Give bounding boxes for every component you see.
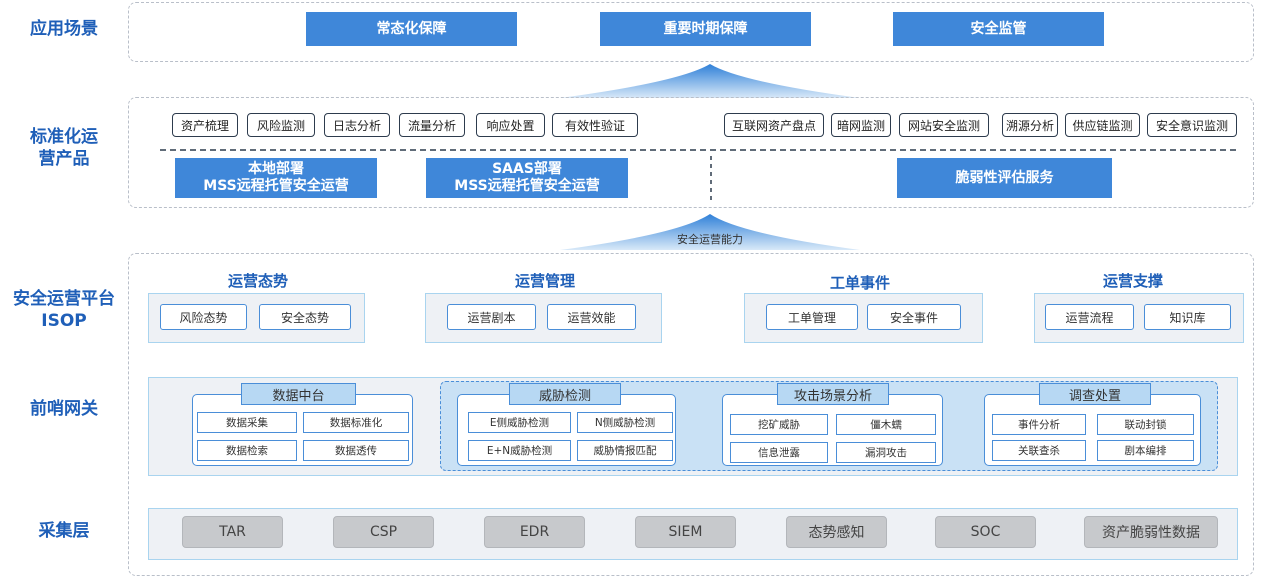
arrow-upper xyxy=(560,64,860,98)
knowledge-base-button[interactable]: 知识库 xyxy=(1144,304,1231,330)
arrow-capability xyxy=(560,214,860,250)
attack-analysis-item-0[interactable]: 挖矿威胁 xyxy=(730,414,828,435)
playbook-button[interactable]: 运营剧本 xyxy=(447,304,536,330)
investigate-item-0[interactable]: 事件分析 xyxy=(992,414,1086,435)
data-center-item-3[interactable]: 数据透传 xyxy=(303,440,409,461)
product-tag-left-5[interactable]: 有效性验证 xyxy=(552,113,638,137)
platform-title-support: 运营支撑 xyxy=(1102,272,1163,290)
investigate-title: 调查处置 xyxy=(1039,383,1151,405)
attack-analysis-item-3[interactable]: 漏洞攻击 xyxy=(836,442,936,463)
saas-deploy-line1: SAAS部署 xyxy=(492,161,562,177)
ticket-management-button[interactable]: 工单管理 xyxy=(766,304,858,330)
security-event-button[interactable]: 安全事件 xyxy=(867,304,961,330)
data-center-item-2[interactable]: 数据检索 xyxy=(197,440,297,461)
investigate-item-2[interactable]: 关联查杀 xyxy=(992,440,1086,461)
product-tag-right-2[interactable]: 网站安全监测 xyxy=(899,113,989,137)
attack-analysis-item-2[interactable]: 信息泄露 xyxy=(730,442,828,463)
security-situation-button[interactable]: 安全态势 xyxy=(259,304,351,330)
product-tag-left-4[interactable]: 响应处置 xyxy=(476,113,545,137)
collect-source-0[interactable]: TAR xyxy=(182,516,283,548)
platform-title-ticket: 工单事件 xyxy=(829,274,890,292)
investigate-item-3[interactable]: 剧本编排 xyxy=(1097,440,1194,461)
threat-detection-item-1[interactable]: N侧威胁检测 xyxy=(577,412,673,433)
data-center-item-1[interactable]: 数据标准化 xyxy=(303,412,409,433)
row-label-products-text: 标准化运营产品 xyxy=(30,127,98,169)
product-tag-left-0[interactable]: 资产梳理 xyxy=(172,113,238,137)
attack-analysis-item-1[interactable]: 僵木蠕 xyxy=(836,414,936,435)
local-deploy-box[interactable]: 本地部署 MSS远程托管安全运营 xyxy=(175,158,377,198)
threat-detection-title: 威胁检测 xyxy=(509,383,621,405)
product-tag-right-3[interactable]: 溯源分析 xyxy=(1002,113,1058,137)
row-label-scenario: 应用场景 xyxy=(30,19,98,39)
saas-deploy-box[interactable]: SAAS部署 MSS远程托管安全运营 xyxy=(426,158,628,198)
collect-source-6[interactable]: 资产脆弱性数据 xyxy=(1084,516,1218,548)
product-tag-left-2[interactable]: 日志分析 xyxy=(324,113,390,137)
scenario-panel xyxy=(128,2,1254,62)
local-deploy-line1: 本地部署 xyxy=(248,161,304,177)
platform-title-situation: 运营态势 xyxy=(227,272,288,290)
process-button[interactable]: 运营流程 xyxy=(1045,304,1134,330)
platform-panel xyxy=(128,253,1254,576)
row-label-gateway: 前哨网关 xyxy=(30,399,98,419)
product-tag-right-5[interactable]: 安全意识监测 xyxy=(1147,113,1237,137)
product-tag-left-1[interactable]: 风险监测 xyxy=(247,113,315,137)
scenario-critical-period[interactable]: 重要时期保障 xyxy=(600,12,811,46)
collect-source-1[interactable]: CSP xyxy=(333,516,434,548)
row-label-products: 标准化运营产品 xyxy=(0,126,128,170)
capability-label: 安全运营能力 xyxy=(677,233,743,246)
collect-source-3[interactable]: SIEM xyxy=(635,516,736,548)
row-label-platform: 安全运营平台ISOP xyxy=(0,288,128,332)
row-label-platform-text: 安全运营平台ISOP xyxy=(13,289,115,331)
product-tag-right-0[interactable]: 互联网资产盘点 xyxy=(724,113,824,137)
collect-source-2[interactable]: EDR xyxy=(484,516,585,548)
threat-detection-item-0[interactable]: E侧威胁检测 xyxy=(468,412,571,433)
product-tag-right-4[interactable]: 供应链监测 xyxy=(1065,113,1140,137)
threat-detection-item-2[interactable]: E+N威胁检测 xyxy=(468,440,571,461)
investigate-item-1[interactable]: 联动封锁 xyxy=(1097,414,1194,435)
vuln-assessment-box[interactable]: 脆弱性评估服务 xyxy=(897,158,1112,198)
collect-source-4[interactable]: 态势感知 xyxy=(786,516,887,548)
row-label-collect: 采集层 xyxy=(38,521,90,541)
products-divider xyxy=(160,149,1240,151)
data-center-title: 数据中台 xyxy=(241,383,356,405)
threat-detection-item-3[interactable]: 威胁情报匹配 xyxy=(577,440,673,461)
products-vertical-divider xyxy=(710,156,712,200)
efficiency-button[interactable]: 运营效能 xyxy=(547,304,636,330)
local-deploy-line2: MSS远程托管安全运营 xyxy=(203,178,349,194)
attack-analysis-title: 攻击场景分析 xyxy=(777,383,889,405)
product-tag-right-1[interactable]: 暗网监测 xyxy=(831,113,891,137)
risk-situation-button[interactable]: 风险态势 xyxy=(160,304,247,330)
products-panel xyxy=(128,97,1254,208)
saas-deploy-line2: MSS远程托管安全运营 xyxy=(454,178,600,194)
product-tag-left-3[interactable]: 流量分析 xyxy=(399,113,465,137)
scenario-supervision[interactable]: 安全监管 xyxy=(893,12,1104,46)
data-center-item-0[interactable]: 数据采集 xyxy=(197,412,297,433)
collect-source-5[interactable]: SOC xyxy=(935,516,1036,548)
platform-title-management: 运营管理 xyxy=(514,272,575,290)
scenario-routine[interactable]: 常态化保障 xyxy=(306,12,517,46)
